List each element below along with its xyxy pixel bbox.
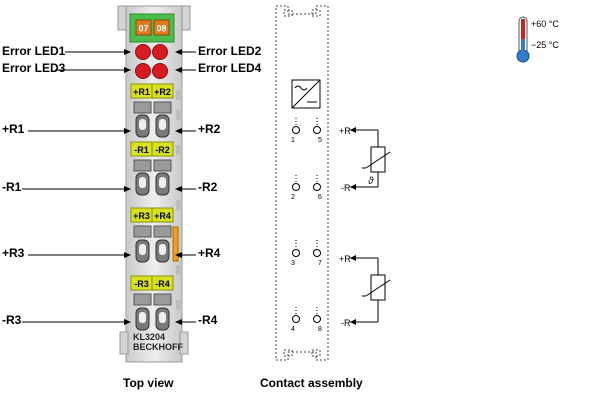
contact-number-2: 2 — [291, 194, 295, 201]
callout-error-led4: Error LED4 — [198, 61, 262, 75]
temp-min-label: −25 °C — [531, 40, 559, 50]
wiring-minus-r-1: -R — [341, 183, 351, 193]
tag-minus-r1: -R1 — [134, 145, 149, 155]
spring-terminal-r1-plus — [133, 101, 152, 138]
spring-terminal-r4-minus — [153, 293, 172, 331]
contact-number-1: 1 — [291, 137, 295, 144]
status-led-08-label: 08 — [156, 24, 166, 34]
rtd-wiring-channel-1 — [350, 129, 391, 188]
contact-3 — [292, 249, 300, 257]
wiring-minus-r-2: -R — [341, 318, 351, 328]
rtd-wiring-channel-2 — [350, 257, 391, 323]
callout-minus-r2: -R2 — [198, 180, 218, 194]
contact-4 — [292, 315, 300, 323]
spring-terminal-r2-plus — [153, 101, 172, 138]
error-leds — [135, 44, 168, 79]
contact-assembly-outline — [275, 5, 329, 361]
converter-symbol — [291, 79, 321, 109]
rtd-arrows-channel-1 — [350, 127, 356, 190]
rtd-arrows-channel-2 — [350, 255, 356, 325]
contact-number-4: 4 — [291, 326, 295, 333]
error-led-4 — [152, 63, 168, 79]
callout-minus-r1: -R1 — [2, 180, 22, 194]
tag-minus-r3: -R3 — [134, 279, 149, 289]
contact-2 — [292, 183, 300, 191]
side-marker — [172, 226, 179, 262]
wiring-labels: +R -R +R -R ϑ — [339, 126, 374, 328]
contact-number-5: 5 — [318, 137, 322, 144]
tag-plus-r1: +R1 — [133, 87, 150, 97]
status-led-block: 07 08 — [129, 13, 175, 43]
callout-plus-r1: +R1 — [2, 122, 25, 136]
callout-minus-r4: -R4 — [198, 313, 218, 327]
tag-plus-r3: +R3 — [133, 211, 150, 221]
contact-1 — [292, 126, 300, 134]
wiring-plus-r-1: +R — [339, 126, 351, 136]
callout-arrowheads — [124, 49, 182, 325]
contact-number-7: 7 — [318, 260, 322, 267]
status-led-07 — [135, 19, 152, 36]
contact-number-3: 3 — [291, 260, 295, 267]
temp-max-label: +60 °C — [531, 19, 559, 29]
contact-points — [292, 118, 321, 323]
callout-error-led3: Error LED3 — [2, 61, 66, 75]
tag-minus-r4: -R4 — [155, 279, 170, 289]
contact-7 — [313, 249, 321, 257]
tag-plus-r2: +R2 — [154, 87, 171, 97]
spring-terminal-r3-minus — [133, 293, 152, 331]
error-led-3 — [135, 63, 151, 79]
caption-top-view: Top view — [123, 376, 174, 390]
contact-5 — [313, 126, 321, 134]
spring-terminal-r1-minus — [133, 159, 152, 196]
channel-tags: +R1 +R2 -R1 -R2 +R3 +R4 -R3 -R4 — [130, 83, 174, 291]
thermometer-icon — [516, 16, 530, 63]
spring-terminal-r3-plus — [133, 225, 152, 263]
callout-plus-r2: +R2 — [198, 122, 221, 136]
callout-plus-r4: +R4 — [198, 246, 221, 260]
terminal-housing — [117, 5, 191, 363]
contact-number-6: 6 — [318, 194, 322, 201]
contact-6 — [313, 183, 321, 191]
spring-terminals — [133, 101, 172, 331]
callout-lines — [22, 51, 196, 323]
status-led-07-label: 07 — [138, 24, 148, 34]
error-led-2 — [152, 44, 168, 60]
tag-minus-r2: -R2 — [155, 145, 170, 155]
tag-plus-r4: +R4 — [154, 211, 171, 221]
status-led-08 — [153, 19, 170, 36]
contact-numbers: 1 5 2 6 3 7 4 8 — [291, 137, 322, 333]
spring-terminal-r4-plus — [153, 225, 172, 263]
error-led-1 — [135, 44, 151, 60]
contact-8 — [313, 315, 321, 323]
callout-plus-r3: +R3 — [2, 246, 25, 260]
brand-label: BECKHOFF — [133, 342, 183, 352]
callout-error-led2: Error LED2 — [198, 44, 262, 58]
theta-symbol: ϑ — [368, 176, 374, 187]
callout-minus-r3: -R3 — [2, 313, 22, 327]
model-label: KL3204 — [133, 332, 165, 342]
callout-error-led1: Error LED1 — [2, 44, 66, 58]
contact-number-8: 8 — [318, 326, 322, 333]
caption-contact-assembly: Contact assembly — [260, 376, 363, 390]
spring-terminal-r2-minus — [153, 159, 172, 196]
wiring-plus-r-2: +R — [339, 254, 351, 264]
